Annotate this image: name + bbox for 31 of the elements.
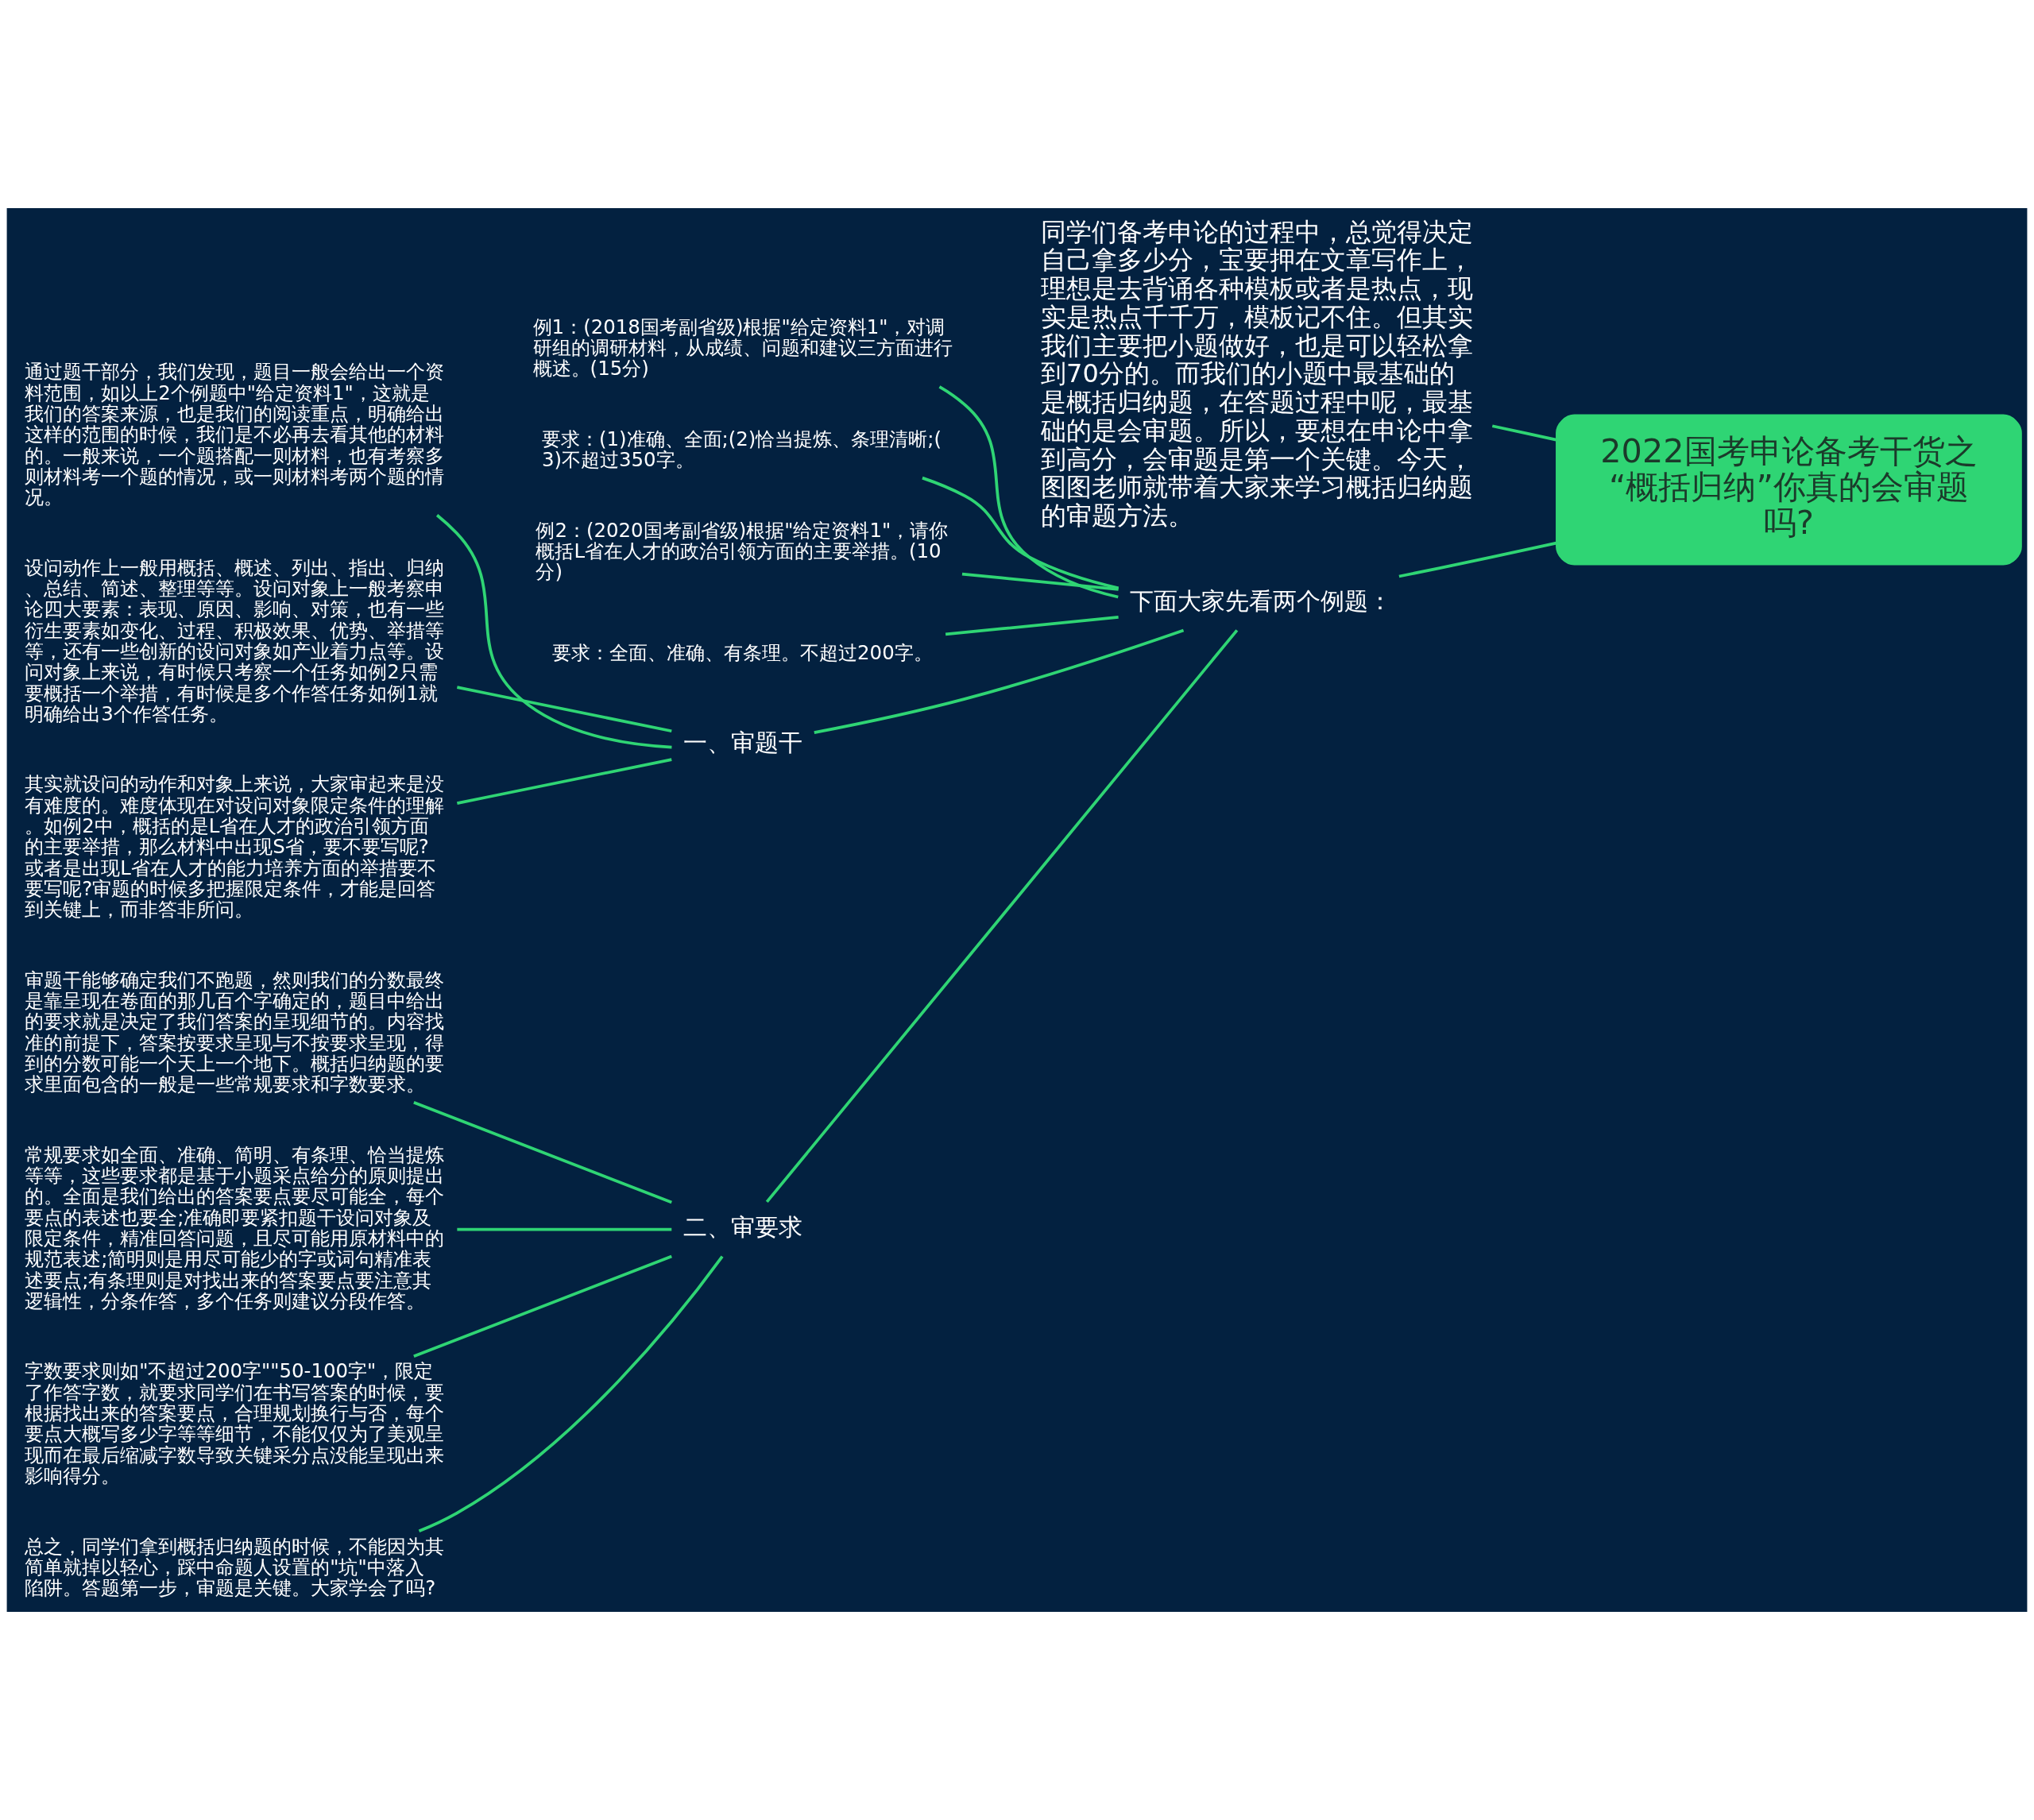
connector <box>922 476 1119 590</box>
connector <box>457 1227 672 1231</box>
connector <box>814 628 1185 734</box>
node-box: 2022国考申论备考干货之“概括归纳”你真的会审题吗? <box>1556 414 2022 566</box>
node-text: 二、审要求 <box>683 1212 802 1241</box>
connector <box>765 629 1239 1204</box>
node-text: 常规要求如全面、准确、简明、有条理、恰当提炼等等，这些要求都是基于小题采点给分的原则提出的。全面是我们给出的答案要点要尽可能全，每个要点的表述也要全;准确即要紧扣题干设问对象及限定条件，精准回答问题，且尽可能用原材料中的规范表述;简明则是用尽可能少的字或词句精准表述要点;有条理则是对找出来的答案要点要注意其逻辑性，分条作答，多个任务则建议分段作答。 <box>25 1142 445 1313</box>
node-text: 字数要求则如"不超过200字""50-100字"，限定了作答字数，就要求同学们在书写答案的时候，要根据找出来的答案要点，合理规划换行与否，每个要点大概写多少字等等细节，不能仅仅为了美观呈现而在最后缩减字数导致关键采分点没能呈现出来影响得分。 <box>25 1359 445 1488</box>
connector <box>456 686 672 733</box>
connector <box>413 1101 672 1204</box>
connector <box>938 385 1119 599</box>
connector <box>961 572 1119 591</box>
node-text: 审题干能够确定我们不跑题，然则我们的分数最终是靠呈现在卷面的那几百个字确定的，题目中给出的要求就是决定了我们答案的呈现细节的。内容找准的前提下，答案按要求呈现与不按要求呈现，得到的分数可能一个天上一个地下。概括归纳题的要求里面包含的一般是一些常规要求和字数要求。 <box>25 968 445 1096</box>
node-text: 例1：(2018国考副省级)根据"给定资料1"，对调研组的调研材料，从成绩、问题和建议三方面进行概述。(15分) <box>532 315 953 381</box>
node-text: 例2：(2020国考副省级)根据"给定资料1"，请你概括L省在人才的政治引领方面的主要举措。(10分) <box>536 518 949 584</box>
node-text: 一、审题干 <box>683 728 802 757</box>
connector <box>945 616 1119 636</box>
connector <box>413 1254 672 1358</box>
node-text: 同学们备考申论的过程中，总觉得决定自己拿多少分，宝要押在文章写作上，理想是去背诵各种模板或者是热点，现实是热点千千万，模板记不住。但其实我们主要把小题做好，也是可以轻松拿到70分的。而我们的小题中最基础的是概括归纳题，在答题过程中呢，最基础的是会审题。所以，要想在申论中拿到高分，会审题是第一个关键。今天，图图老师就带着大家来学习概括归纳题的审题方法。 <box>1041 216 1474 531</box>
connector <box>456 758 672 805</box>
node-text: 要求：全面、准确、有条理。不超过200字。 <box>552 640 933 664</box>
connector <box>435 514 672 749</box>
node-text: 其实就设问的动作和对象上来说，大家审起来是没有难度的。难度体现在对设问对象限定条件的理解。如例2中，概括的是L省在人才的政治引领方面的主要举措，那么材料中出现S省，要不要写呢?或者是出现L省在人才的能力培养方面的举措要不要写呢?审题的时候多把握限定条件，才能是回答到关键上，而非答非所问。 <box>25 772 445 922</box>
node-text: 总之，同学们拿到概括归纳题的时候，不能因为其简单就掉以轻心，踩中命题人设置的"坑"中落入陷阱。答题第一步，审题是关键。大家学会了吗? <box>25 1534 445 1600</box>
connector <box>1491 424 1557 442</box>
node-text: 要求：(1)准确、全面;(2)恰当提炼、条理清晰;(3)不超过350字。 <box>541 427 942 472</box>
connector <box>1398 541 1557 578</box>
node-text: 下面大家先看两个例题： <box>1129 586 1392 615</box>
connector <box>418 1255 724 1532</box>
node-text: 通过题干部分，我们发现，题目一般会给出一个资料范围，如以上2个例题中"给定资料1"，这就是我们的答案来源，也是我们的阅读重点，明确给出这样的范围的时候，我们是不必再去看其他的材料的。一般来说，一个题搭配一则材料，也有考察多则材料考一个题的情况，或一则材料考两个题的情况。 <box>25 360 445 509</box>
node-text: 设问动作上一般用概括、概述、列出、指出、归纳、总结、简述、整理等等。设问对象上一般考察申论四大要素：表现、原因、影响、对策，也有一些衍生要素如变化、过程、积极效果、优势、举措等等，还有一些创新的设问对象如产业着力点等。设问对象上来说，有时候只考察一个任务如例2只需要概括一个举措，有时候是多个作答任务如例1就明确给出3个作答任务。 <box>25 555 445 725</box>
